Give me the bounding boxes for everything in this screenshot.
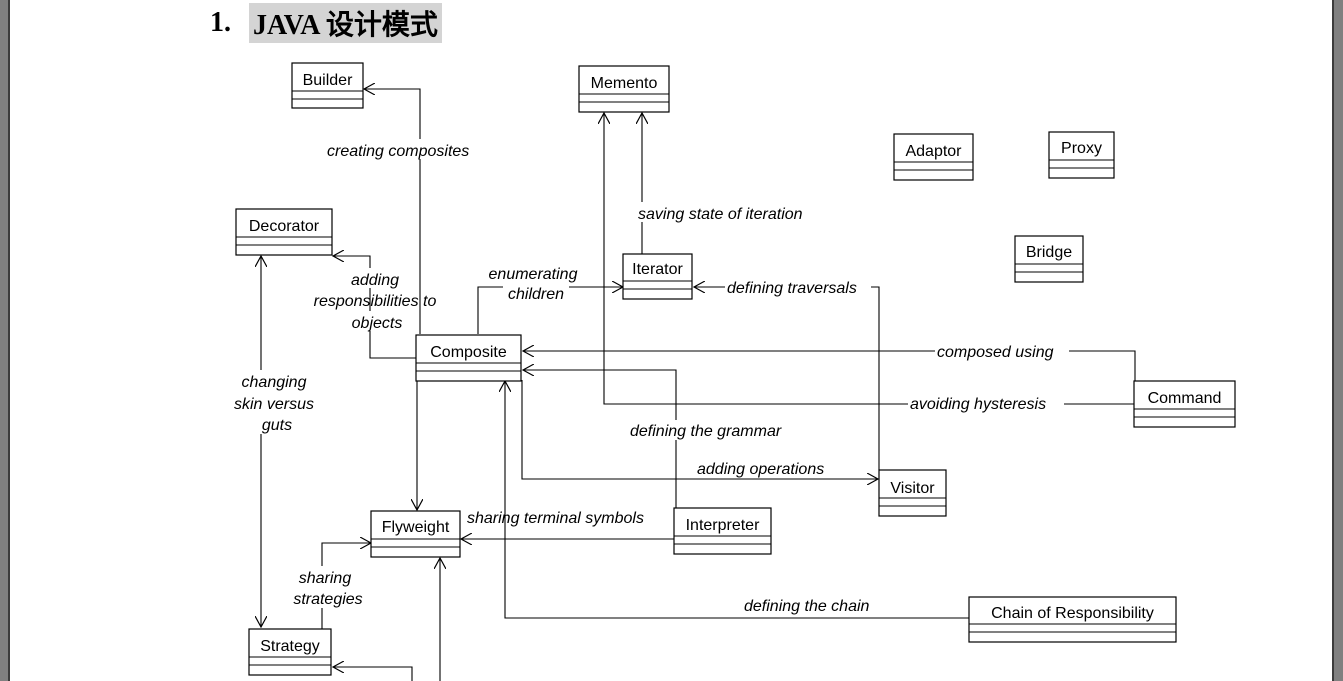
label-guts: guts	[262, 417, 292, 434]
relation-defining-the-grammar	[523, 370, 677, 508]
label-adding: adding	[351, 272, 399, 289]
label-changing: changing	[242, 374, 307, 391]
class-interpreter-name: Interpreter	[686, 517, 760, 534]
class-builder-name: Builder	[303, 72, 353, 89]
class-builder: Builder	[291, 62, 364, 109]
class-flyweight: Flyweight	[370, 510, 461, 558]
label-defining-traversals: defining traversals	[727, 280, 857, 297]
window-right-border	[1332, 0, 1334, 681]
class-chain-name: Chain of Responsibility	[991, 605, 1154, 622]
class-proxy-name: Proxy	[1061, 140, 1102, 157]
label-creating-composites: creating composites	[327, 143, 469, 160]
class-memento: Memento	[578, 65, 670, 113]
label-defining-the-chain: defining the chain	[744, 598, 870, 615]
relation-creating-composites	[364, 89, 421, 334]
class-flyweight-name: Flyweight	[382, 519, 450, 536]
label-sharing-terminal-symbols: sharing terminal symbols	[467, 510, 644, 527]
label-objects: objects	[352, 315, 403, 332]
class-strategy-name: Strategy	[260, 638, 320, 655]
relation-labels: creating composites saving state of iter…	[228, 139, 1069, 615]
label-children: children	[508, 286, 564, 303]
class-iterator-name: Iterator	[632, 261, 683, 278]
class-composite-name: Composite	[430, 344, 507, 361]
class-interpreter: Interpreter	[673, 507, 772, 555]
class-command-name: Command	[1148, 390, 1222, 407]
class-memento-name: Memento	[591, 75, 658, 92]
label-adding-operations: adding operations	[697, 461, 824, 478]
relation-adding-operations	[521, 380, 878, 479]
label-avoiding-hysteresis: avoiding hysteresis	[910, 396, 1046, 413]
label-saving-state: saving state of iteration	[638, 206, 803, 223]
document-page	[10, 0, 1332, 681]
label-sharing: sharing	[299, 570, 352, 587]
relation-adding-responsibilities	[333, 256, 416, 359]
class-decorator: Decorator	[235, 208, 333, 256]
class-bridge-name: Bridge	[1026, 244, 1072, 261]
class-adaptor-name: Adaptor	[905, 143, 962, 160]
label-skin-versus: skin versus	[234, 396, 314, 413]
section-title: JAVA 设计模式	[249, 3, 442, 43]
relation-enumerating-children	[477, 287, 623, 334]
window-left-border	[8, 0, 10, 681]
relation-strategy-bottom	[333, 558, 440, 681]
class-adaptor: Adaptor	[893, 133, 974, 181]
label-responsibilities-to: responsibilities to	[314, 293, 437, 310]
class-iterator: Iterator	[622, 253, 693, 300]
label-defining-the-grammar: defining the grammar	[630, 423, 782, 440]
class-chain-of-responsibility: Chain of Responsibility	[968, 596, 1177, 643]
class-command: Command	[1133, 380, 1236, 428]
label-composed-using: composed using	[937, 344, 1054, 361]
relation-composed-using	[523, 351, 1136, 381]
relation-defining-traversals	[694, 287, 880, 470]
label-enumerating: enumerating	[489, 266, 578, 283]
section-heading: 1. JAVA 设计模式	[210, 2, 442, 44]
section-number: 1.	[210, 7, 231, 38]
relation-defining-the-chain	[505, 381, 969, 619]
class-visitor-name: Visitor	[890, 480, 935, 497]
class-proxy: Proxy	[1048, 131, 1115, 179]
class-composite: Composite	[415, 334, 522, 382]
class-strategy: Strategy	[248, 628, 332, 676]
class-decorator-name: Decorator	[249, 218, 320, 235]
label-strategies: strategies	[293, 591, 362, 608]
class-bridge: Bridge	[1014, 235, 1084, 283]
class-visitor: Visitor	[878, 469, 947, 517]
